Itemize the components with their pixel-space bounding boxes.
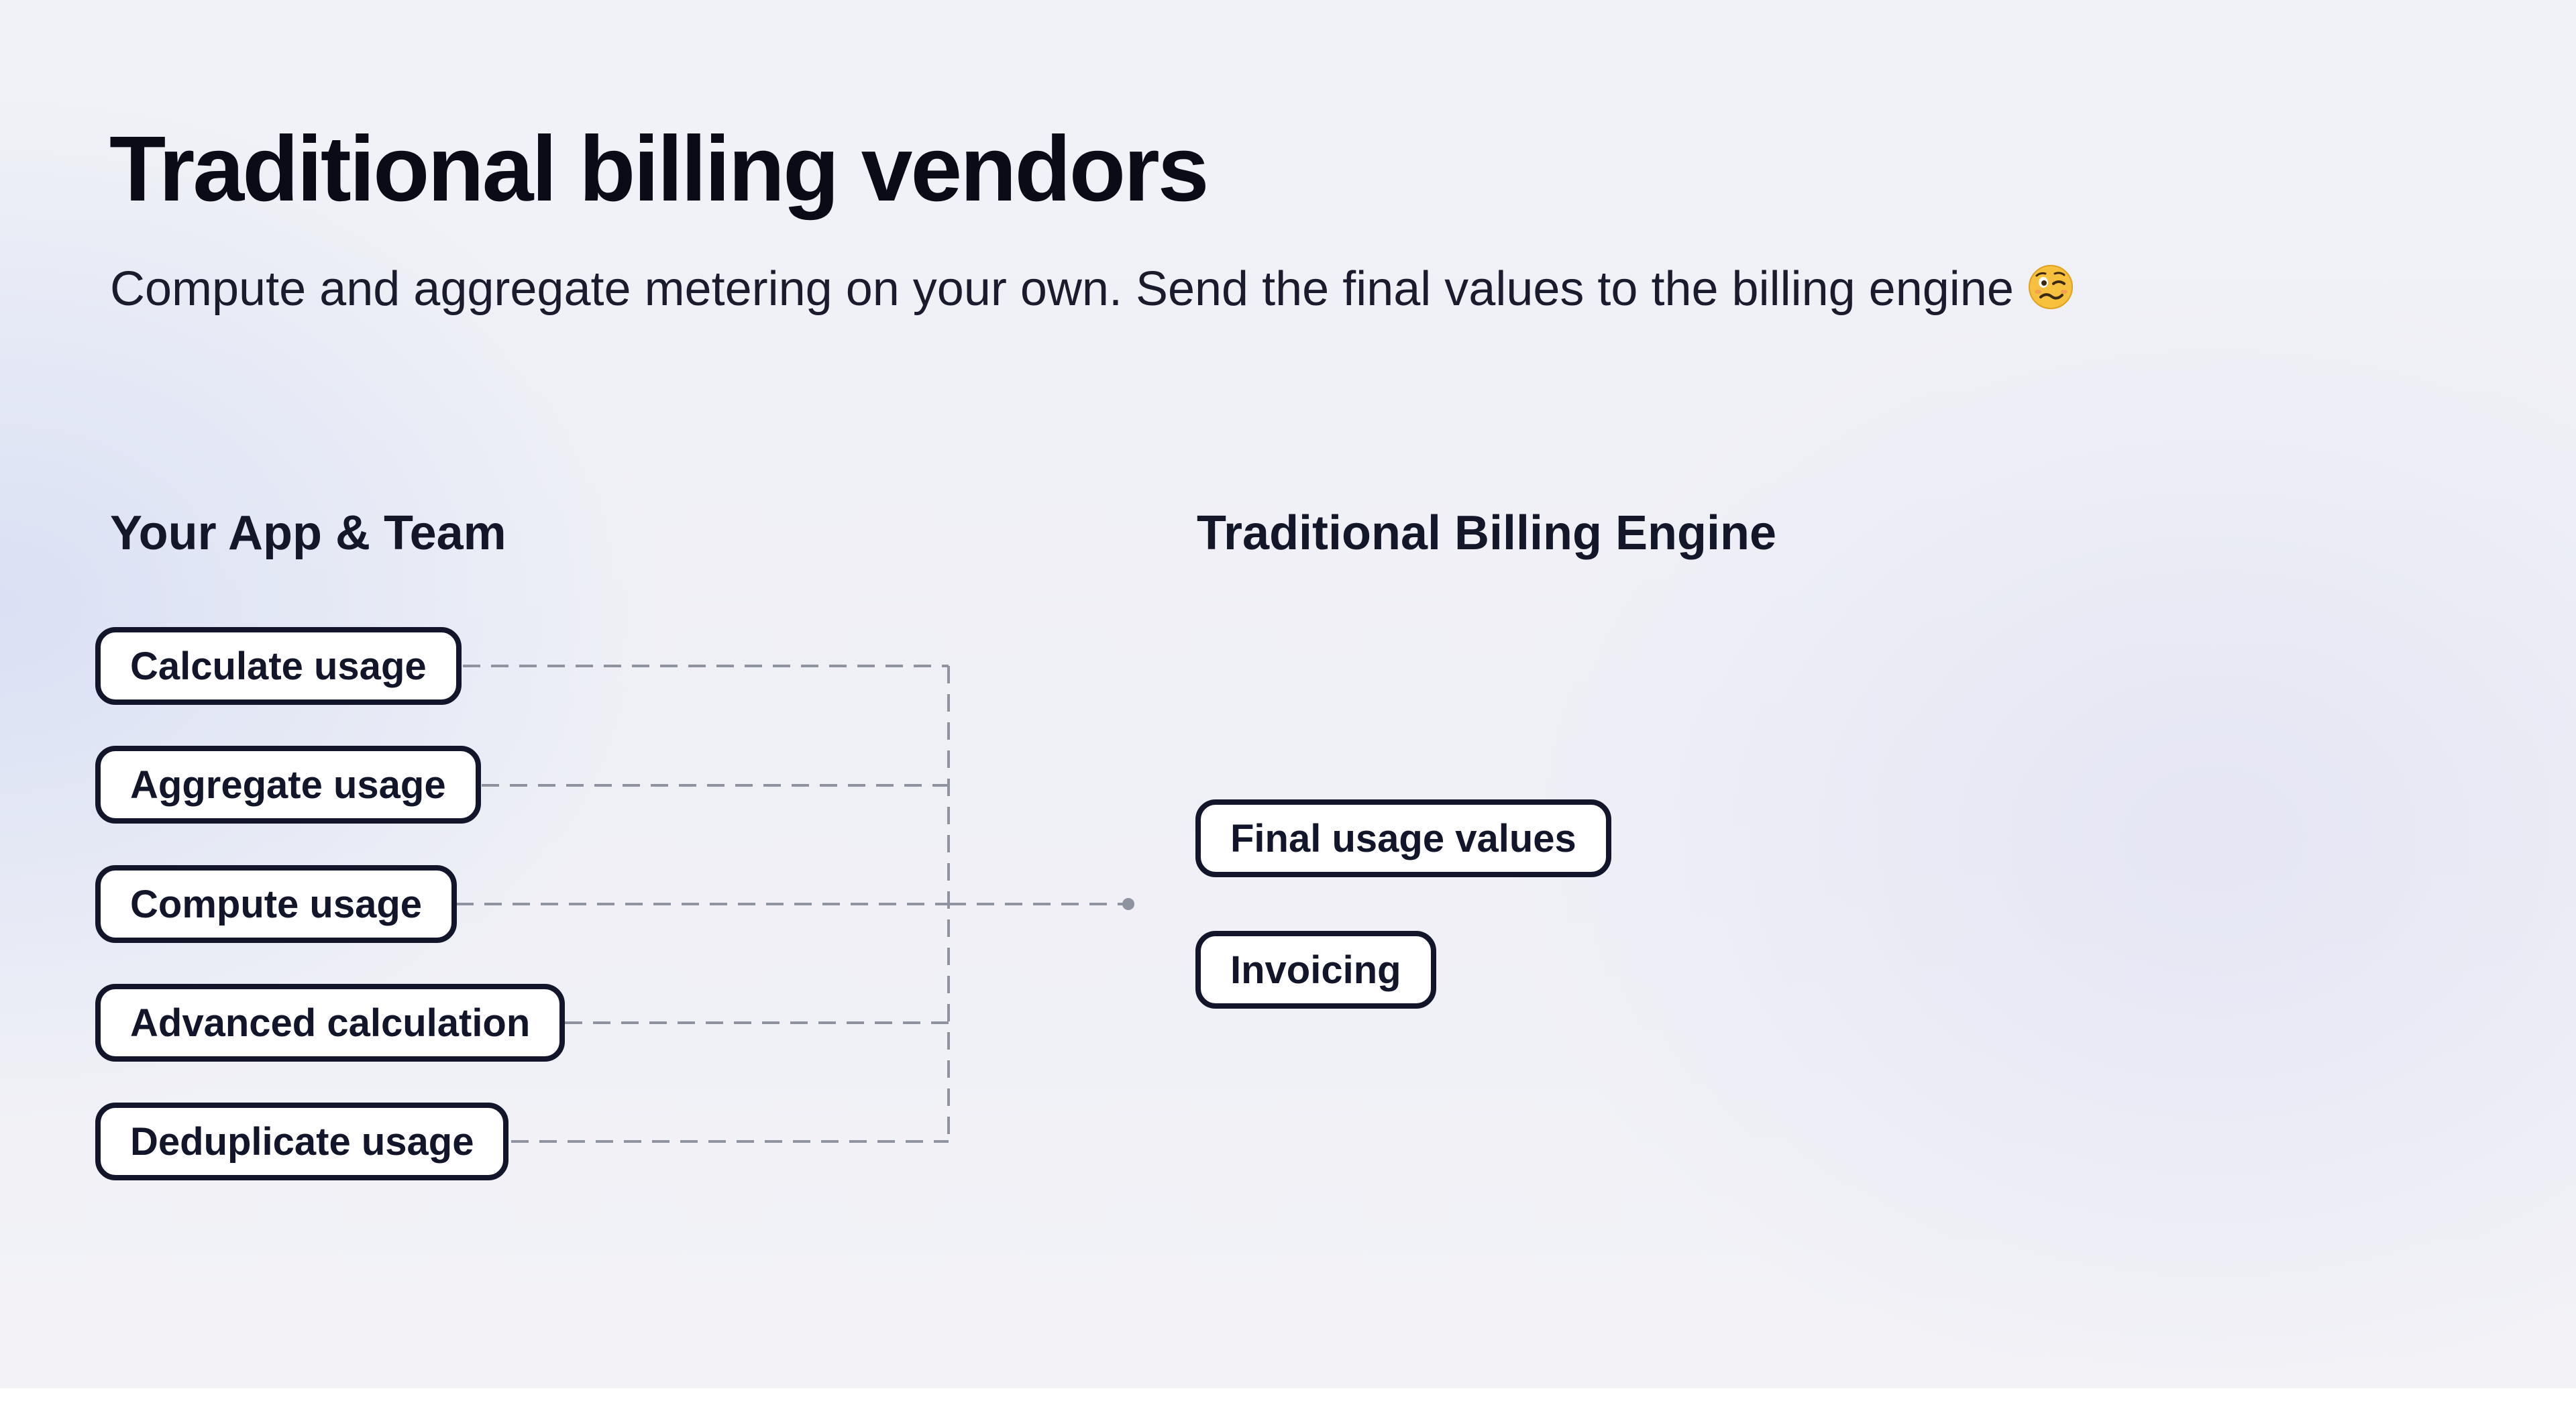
compute-usage-box: Compute usage	[95, 865, 458, 943]
billing-engine-heading: Traditional Billing Engine	[1197, 506, 1777, 560]
bottom-band	[0, 1388, 2576, 1401]
connector-endpoint	[1122, 898, 1134, 910]
deduplicate-usage-box: Deduplicate usage	[95, 1103, 509, 1180]
advanced-calculation-box: Advanced calculation	[95, 984, 566, 1062]
final-usage-values-box: Final usage values	[1195, 799, 1611, 877]
your-app-team-heading: Your App & Team	[110, 506, 506, 560]
invoicing-box: Invoicing	[1195, 931, 1436, 1009]
calculate-usage-box: Calculate usage	[95, 627, 462, 705]
woozy-face-icon	[2027, 264, 2074, 311]
subtitle-text: Compute and aggregate metering on your o…	[110, 262, 2014, 316]
page-title: Traditional billing vendors	[109, 117, 1210, 221]
aggregate-usage-box: Aggregate usage	[95, 746, 481, 824]
page-subtitle: Compute and aggregate metering on your o…	[110, 260, 2074, 318]
